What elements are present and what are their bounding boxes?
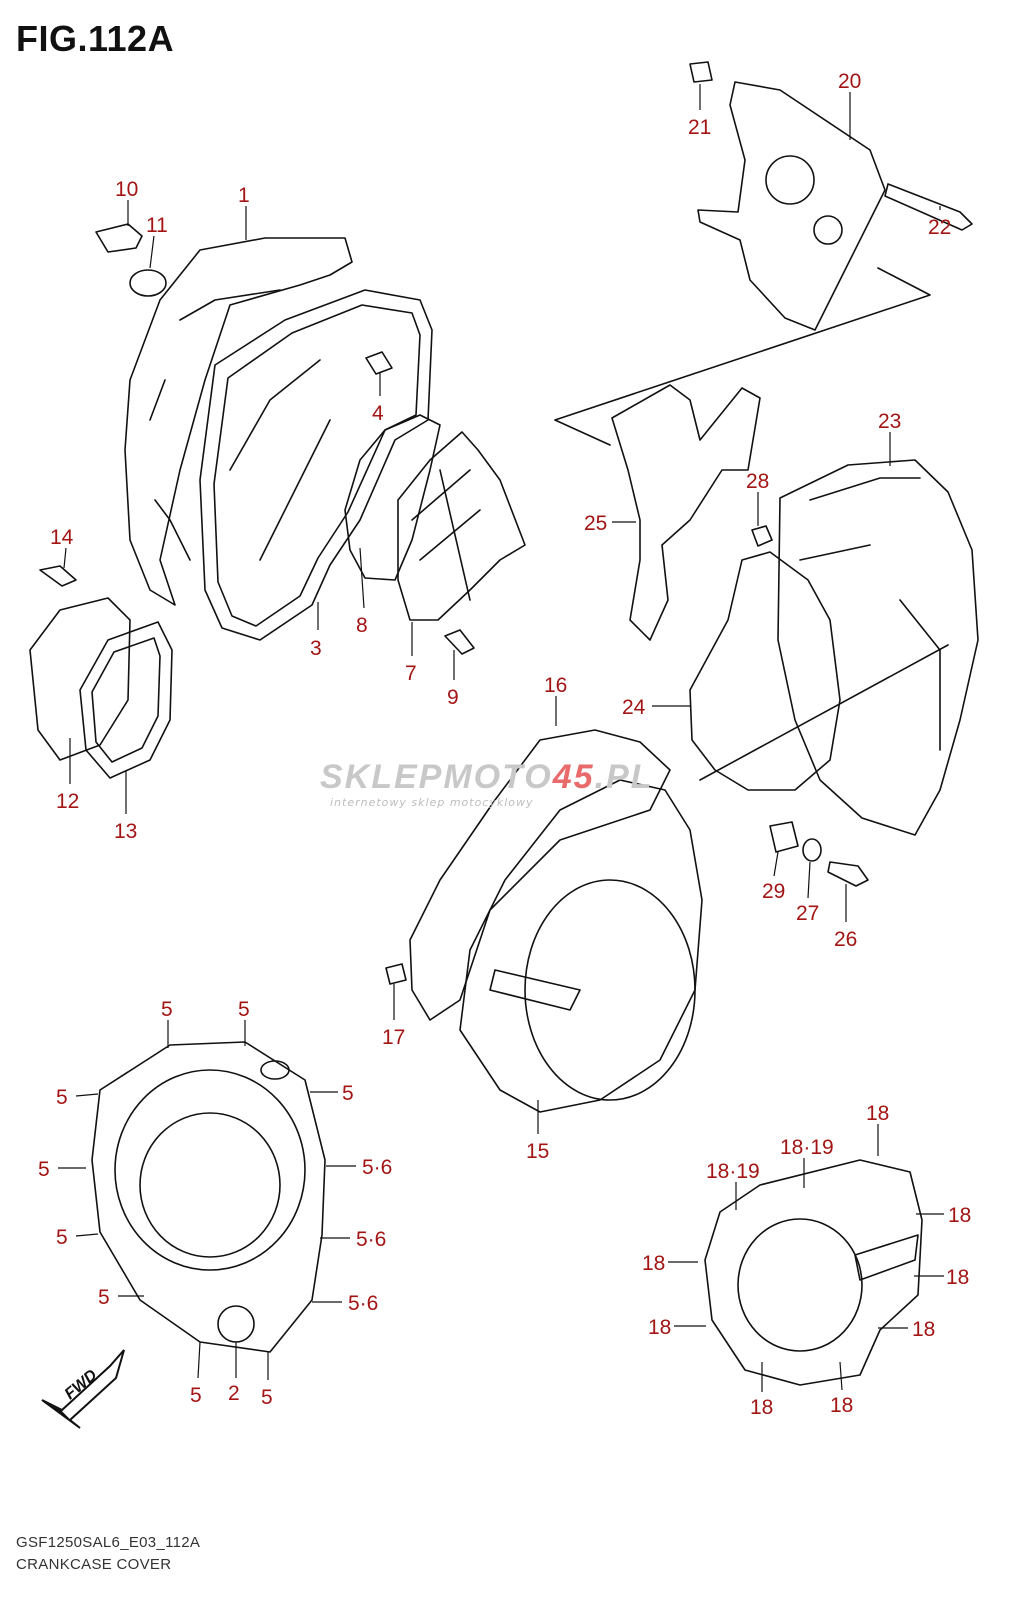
fwd-arrow	[41, 1349, 125, 1429]
callout-21: 21	[688, 116, 711, 139]
callout-5-6: 5·6	[362, 1156, 392, 1179]
part-13-gasket	[79, 621, 173, 779]
callout-18: 18	[946, 1266, 969, 1289]
callout-9: 9	[447, 686, 459, 709]
part-27-washer	[802, 838, 822, 862]
callout-18-19: 18·19	[706, 1160, 760, 1183]
callout-17: 17	[382, 1026, 405, 1049]
leader-lines	[58, 84, 944, 1392]
callout-5: 5	[56, 1086, 68, 1109]
diagram-caption: CRANKCASE COVER	[16, 1556, 172, 1573]
callout-18: 18	[948, 1204, 971, 1227]
part-22-bolt	[884, 183, 973, 231]
callout-26: 26	[834, 928, 857, 951]
callout-5: 5	[238, 998, 250, 1021]
part-16-gasket	[409, 729, 671, 1021]
callout-5: 5	[98, 1286, 110, 1309]
part-26-bolt	[827, 861, 869, 887]
callout-25: 25	[584, 512, 607, 535]
callout-18: 18	[912, 1318, 935, 1341]
watermark-brand: SKLEPMOTO45.PL	[320, 758, 654, 796]
callout-labels: 1 2 3 4 5 5 5 5 5 5 5 5 5 5·6 5·6 5·6 7 …	[38, 70, 971, 1419]
part-20-bracket	[697, 81, 886, 331]
callout-5: 5	[161, 998, 173, 1021]
callout-5-6: 5·6	[356, 1228, 386, 1251]
part-23-cover	[777, 459, 979, 836]
part-25-protector	[611, 384, 761, 641]
callout-3: 3	[310, 637, 322, 660]
callout-27: 27	[796, 902, 819, 925]
part-4-dowel-pin	[365, 351, 393, 375]
part-28-pin	[751, 525, 773, 547]
part-clutch-outer-cover	[91, 1041, 326, 1353]
part-14-bolt	[39, 565, 77, 587]
part-29-grommet	[769, 821, 799, 853]
callout-18: 18	[750, 1396, 773, 1419]
callout-18: 18	[642, 1252, 665, 1275]
callout-10: 10	[115, 178, 138, 201]
callout-22: 22	[928, 216, 951, 239]
part-2-plug	[217, 1305, 255, 1343]
callout-18-19: 18·19	[780, 1136, 834, 1159]
part-12-cover	[29, 597, 131, 761]
callout-5: 5	[56, 1226, 68, 1249]
callout-12: 12	[56, 790, 79, 813]
callout-14: 14	[50, 526, 74, 549]
callout-7: 7	[405, 662, 417, 685]
callout-16: 16	[544, 674, 567, 697]
callout-23: 23	[878, 410, 901, 433]
part-1-clutch-cover	[124, 237, 353, 606]
callout-5: 5	[342, 1082, 354, 1105]
part-17-dowel-pin	[385, 963, 407, 985]
callout-8: 8	[356, 614, 368, 637]
figure-title: FIG.112A	[16, 18, 175, 59]
part-11-o-ring	[129, 269, 167, 297]
part-21-collar	[689, 61, 713, 83]
watermark-tagline: internetowy sklep motocyklowy	[330, 796, 534, 809]
callout-20: 20	[838, 70, 861, 93]
callout-5: 5	[38, 1158, 50, 1181]
callout-4: 4	[372, 402, 384, 425]
callout-5: 5	[190, 1384, 202, 1407]
part-8-gasket	[344, 414, 441, 581]
callout-18: 18	[830, 1394, 853, 1417]
callout-5: 5	[261, 1386, 273, 1409]
callout-15: 15	[526, 1140, 549, 1163]
part-15-cover	[459, 779, 703, 1113]
part-24-protector	[689, 551, 841, 791]
callout-5-6: 5·6	[348, 1292, 378, 1315]
callout-11: 11	[146, 214, 168, 237]
diagram-code: GSF1250SAL6_E03_112A	[16, 1534, 201, 1551]
part-3-gasket	[199, 289, 433, 641]
callout-24: 24	[622, 696, 646, 719]
part-10-filler-plug	[95, 223, 143, 253]
part-generator-outer-cover	[704, 1159, 923, 1386]
callout-18: 18	[866, 1102, 889, 1125]
callout-28: 28	[746, 470, 769, 493]
callout-13: 13	[114, 820, 137, 843]
callout-18: 18	[648, 1316, 671, 1339]
callout-2: 2	[228, 1382, 240, 1405]
part-9-bolt	[444, 629, 475, 655]
part-7-cover	[397, 431, 526, 621]
callout-29: 29	[762, 880, 785, 903]
part-drawings: FWD	[29, 61, 979, 1429]
callout-1: 1	[238, 184, 250, 207]
